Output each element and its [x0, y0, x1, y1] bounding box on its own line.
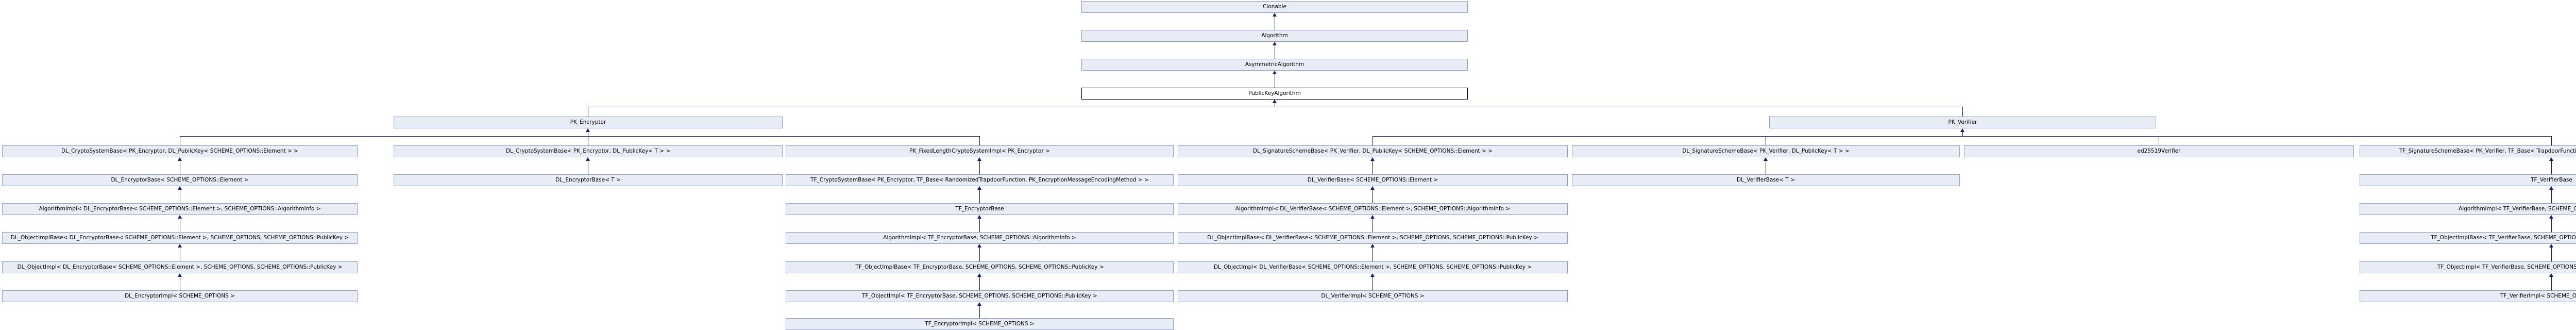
inheritance-arrowhead	[586, 128, 590, 132]
node-algorithmimpl-dl-verifierbase[interactable]: AlgorithmImpl< DL_VerifierBase< SCHEME_O…	[1178, 203, 1568, 215]
inheritance-arrowhead	[1960, 128, 1964, 132]
inheritance-arrowhead	[977, 273, 981, 277]
node-tf-cryptosystembase[interactable]: TF_CryptoSystemBase< PK_Encryptor, TF_Ba…	[786, 174, 1174, 186]
inheritance-arrowhead	[1273, 71, 1277, 74]
inheritance-edge	[1372, 189, 1373, 203]
inheritance-edge	[1372, 136, 2551, 137]
node-dl-objectimpl-verifier[interactable]: DL_ObjectImpl< DL_VerifierBase< SCHEME_O…	[1178, 261, 1568, 273]
node-tf-encryptorbase[interactable]: TF_EncryptorBase	[786, 203, 1174, 215]
node-pk-fixedlengthcryptosystemimpl[interactable]: PK_FixedLengthCryptoSystemImpl< PK_Encry…	[786, 145, 1174, 157]
inheritance-arrowhead	[586, 157, 590, 161]
inheritance-edge	[1962, 131, 1963, 136]
inheritance-arrowhead	[178, 244, 182, 248]
node-dl-objectimplbase-encryptor[interactable]: DL_ObjectImplBase< DL_EncryptorBase< SCH…	[2, 232, 358, 244]
inheritance-arrowhead	[2549, 186, 2553, 190]
inheritance-edge	[1372, 136, 1373, 145]
inheritance-arrowhead	[977, 302, 981, 306]
node-dl-objectimpl-encryptor[interactable]: DL_ObjectImpl< DL_EncryptorBase< SCHEME_…	[2, 261, 358, 273]
node-dl-verifierbase-element[interactable]: DL_VerifierBase< SCHEME_OPTIONS::Element…	[1178, 174, 1568, 186]
inheritance-arrowhead	[1370, 244, 1375, 248]
inheritance-arrowhead	[977, 215, 981, 219]
node-dl-objectimplbase-verifier[interactable]: DL_ObjectImplBase< DL_VerifierBase< SCHE…	[1178, 232, 1568, 244]
inheritance-arrowhead	[2549, 244, 2553, 248]
inheritance-edge	[979, 189, 980, 203]
inheritance-arrowhead	[178, 186, 182, 190]
inheritance-arrowhead	[1370, 273, 1375, 277]
inheritance-arrowhead	[1370, 157, 1375, 161]
node-tf-encryptorimpl[interactable]: TF_EncryptorImpl< SCHEME_OPTIONS >	[786, 318, 1174, 330]
node-algorithmimpl-dl-encryptorbase[interactable]: AlgorithmImpl< DL_EncryptorBase< SCHEME_…	[2, 203, 358, 215]
node-tf-objectimplbase-verifier[interactable]: TF_ObjectImplBase< TF_VerifierBase, SCHE…	[2360, 232, 2576, 244]
inheritance-arrowhead	[977, 186, 981, 190]
node-public-key-algorithm-current: PublicKeyAlgorithm	[1081, 88, 1468, 100]
inheritance-edge	[2551, 189, 2552, 203]
inheritance-edge	[979, 136, 980, 145]
node-tf-verifierimpl[interactable]: TF_VerifierImpl< SCHEME_OPTIONS >	[2360, 290, 2576, 302]
node-pk-verifier[interactable]: PK_Verifier	[1769, 117, 2156, 128]
node-algorithm[interactable]: Algorithm	[1081, 30, 1468, 42]
inheritance-edge	[1962, 107, 1963, 117]
node-clonable[interactable]: Clonable	[1081, 1, 1468, 13]
inheritance-edge	[1372, 246, 1373, 261]
node-tf-verifierbase[interactable]: TF_VerifierBase	[2360, 174, 2576, 186]
inheritance-edge	[2551, 246, 2552, 261]
inheritance-edge	[2551, 136, 2552, 145]
inheritance-edge	[1372, 218, 1373, 232]
node-dl-encryptorimpl[interactable]: DL_EncryptorImpl< SCHEME_OPTIONS >	[2, 290, 358, 302]
inheritance-arrowhead	[1273, 42, 1277, 45]
inheritance-edge	[180, 136, 979, 137]
node-algorithmimpl-tf-encryptorbase[interactable]: AlgorithmImpl< TF_EncryptorBase, SCHEME_…	[786, 232, 1174, 244]
node-dl-cryptosystembase-t[interactable]: DL_CryptoSystemBase< PK_Encryptor, DL_Pu…	[394, 145, 783, 157]
inheritance-arrowhead	[1370, 186, 1375, 190]
inheritance-edge	[979, 276, 980, 290]
inheritance-edge	[2551, 160, 2552, 174]
node-tf-signatureschemebase[interactable]: TF_SignatureSchemeBase< PK_Verifier, TF_…	[2360, 145, 2576, 157]
node-dl-encryptorbase-t[interactable]: DL_EncryptorBase< T >	[394, 174, 783, 186]
node-asymmetric-algorithm[interactable]: AsymmetricAlgorithm	[1081, 59, 1468, 71]
inheritance-arrowhead	[178, 273, 182, 277]
node-dl-signatureschemebase-element[interactable]: DL_SignatureSchemeBase< PK_Verifier, DL_…	[1178, 145, 1568, 157]
inheritance-edge	[979, 160, 980, 174]
inheritance-edge	[1372, 160, 1373, 174]
inheritance-edge	[979, 246, 980, 261]
node-dl-signatureschemebase-t[interactable]: DL_SignatureSchemeBase< PK_Verifier, DL_…	[1572, 145, 1960, 157]
node-tf-objectimpl-verifier[interactable]: TF_ObjectImpl< TF_VerifierBase, SCHEME_O…	[2360, 261, 2576, 273]
node-tf-objectimpl-encryptor[interactable]: TF_ObjectImpl< TF_EncryptorBase, SCHEME_…	[786, 290, 1174, 302]
inheritance-arrowhead	[2549, 273, 2553, 277]
inheritance-edge	[1372, 276, 1373, 290]
inheritance-arrowhead	[1273, 100, 1277, 103]
inheritance-arrowhead	[1764, 157, 1768, 161]
node-ed25519verifier[interactable]: ed25519Verifier	[1964, 145, 2354, 157]
inheritance-arrowhead	[178, 215, 182, 219]
node-algorithmimpl-tf-verifierbase[interactable]: AlgorithmImpl< TF_VerifierBase, SCHEME_O…	[2360, 203, 2576, 215]
inheritance-edge	[2551, 218, 2552, 232]
inheritance-arrowhead	[1273, 13, 1277, 16]
inheritance-edge	[2551, 276, 2552, 290]
inheritance-arrowhead	[977, 244, 981, 248]
inheritance-arrowhead	[1370, 215, 1375, 219]
inheritance-arrowhead	[2549, 157, 2553, 161]
node-tf-objectimplbase-encryptor[interactable]: TF_ObjectImplBase< TF_EncryptorBase, SCH…	[786, 261, 1174, 273]
node-dl-cryptosystembase-element[interactable]: DL_CryptoSystemBase< PK_Encryptor, DL_Pu…	[2, 145, 358, 157]
inheritance-arrowhead	[977, 157, 981, 161]
inheritance-edge	[979, 305, 980, 318]
inheritance-arrowhead	[178, 157, 182, 161]
node-pk-encryptor[interactable]: PK_Encryptor	[394, 117, 783, 128]
inheritance-arrowhead	[2549, 215, 2553, 219]
node-dl-encryptorbase-element[interactable]: DL_EncryptorBase< SCHEME_OPTIONS::Elemen…	[2, 174, 358, 186]
inheritance-edge	[979, 218, 980, 232]
node-dl-verifierimpl[interactable]: DL_VerifierImpl< SCHEME_OPTIONS >	[1178, 290, 1568, 302]
node-dl-verifierbase-t[interactable]: DL_VerifierBase< T >	[1572, 174, 1960, 186]
